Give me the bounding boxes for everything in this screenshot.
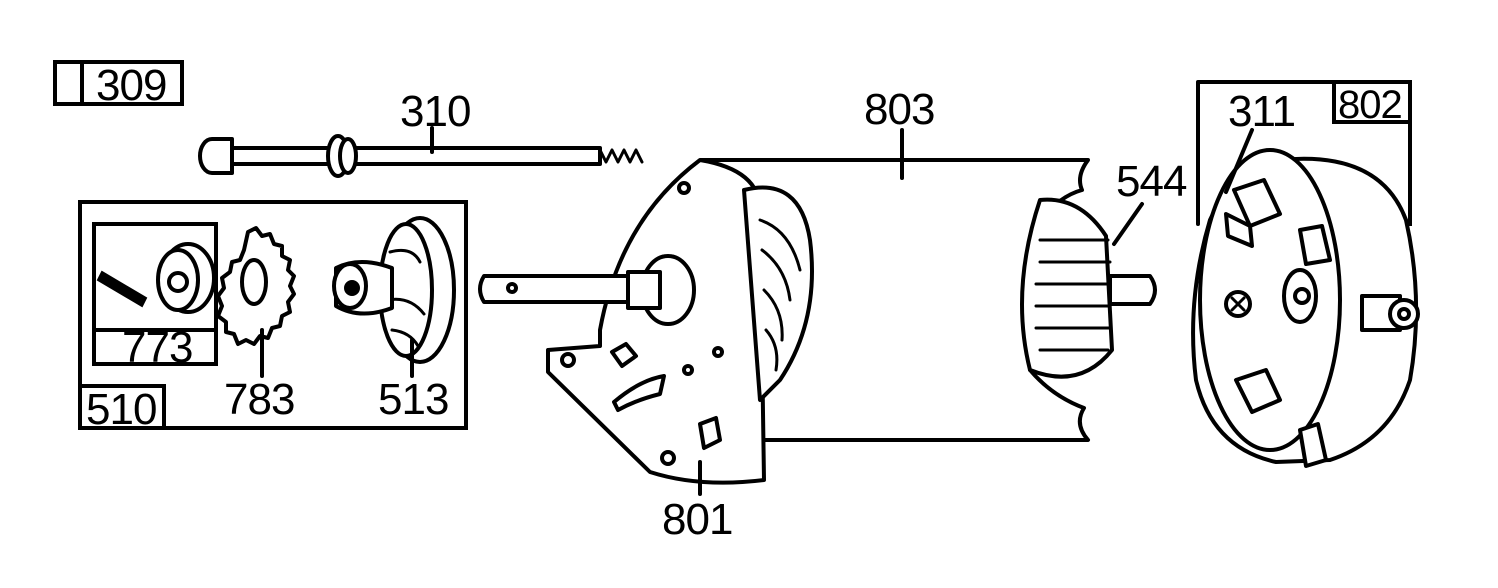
label-310: 310 xyxy=(400,87,470,136)
gear-783 xyxy=(216,226,296,346)
brush-cap-bearing xyxy=(1282,268,1318,324)
label-510: 510 xyxy=(86,385,156,434)
end-cap-hole-mid xyxy=(682,364,694,376)
brush-holder-right xyxy=(1298,224,1332,266)
bolt-threads xyxy=(598,148,644,164)
group-box-510 xyxy=(78,200,468,430)
end-cap-armature-window xyxy=(742,185,814,402)
roll-pin xyxy=(96,270,148,308)
brush-cap-tab xyxy=(1298,422,1328,468)
bolt-shaft xyxy=(230,146,602,166)
label-box-510 xyxy=(80,384,166,428)
end-cap-slot-c xyxy=(698,416,722,450)
stop-collar-front xyxy=(156,248,200,312)
armature-windings xyxy=(758,218,802,372)
brush-cap-bearing-bore xyxy=(1293,287,1311,305)
brush-cap-screw-slot xyxy=(1230,296,1246,312)
label-box-802 xyxy=(1332,82,1410,124)
label-783: 783 xyxy=(224,375,294,424)
armature-shaft-end xyxy=(1108,274,1157,306)
gear-783-hub xyxy=(240,258,268,306)
label-801: 801 xyxy=(662,495,732,544)
end-cap-slot-b xyxy=(612,374,666,412)
end-cap-hole-top xyxy=(677,181,691,195)
label-803: 803 xyxy=(864,85,934,134)
commutator-bars xyxy=(1034,238,1112,352)
group-box-802 xyxy=(1198,80,1412,226)
armature-shaft-hole xyxy=(506,282,518,294)
end-cap-slot-a xyxy=(610,342,638,368)
label-544: 544 xyxy=(1116,157,1187,206)
label-309: 309 xyxy=(96,61,166,110)
label-802: 802 xyxy=(1338,83,1402,127)
part-310-bolt: 310 xyxy=(198,87,644,178)
part-309: 309 xyxy=(53,60,184,110)
brush-311 xyxy=(1232,178,1282,228)
armature-shaft xyxy=(478,274,642,304)
terminal-stud-bore xyxy=(1397,307,1411,321)
leader-544 xyxy=(1112,202,1144,246)
part-802-brush-cap: 802 311 xyxy=(1191,80,1420,468)
bolt-head-side xyxy=(212,137,234,175)
commutator-544 xyxy=(1020,197,1114,379)
end-cap-hole-bottom xyxy=(660,450,676,466)
part-510-drive-kit: 510 773 783 513 xyxy=(78,200,468,434)
label-311: 311 xyxy=(1228,87,1295,136)
group-box-773 xyxy=(92,222,218,366)
end-cap-hole-right xyxy=(712,346,724,358)
part-801-end-cap: 801 xyxy=(478,158,814,544)
drive-513-bore xyxy=(344,280,360,296)
label-box-309 xyxy=(53,60,184,106)
brush-311-side xyxy=(1224,212,1254,248)
label-513: 513 xyxy=(378,375,448,424)
end-cap-bushing xyxy=(626,270,662,310)
terminal-stud xyxy=(1388,298,1420,330)
leader-311 xyxy=(1224,128,1254,194)
end-cap-hole-left xyxy=(560,352,576,368)
brush-holder-bottom xyxy=(1234,368,1282,414)
bolt-washer-back xyxy=(338,137,358,175)
stop-collar-hole xyxy=(167,271,189,293)
label-773: 773 xyxy=(122,323,192,372)
